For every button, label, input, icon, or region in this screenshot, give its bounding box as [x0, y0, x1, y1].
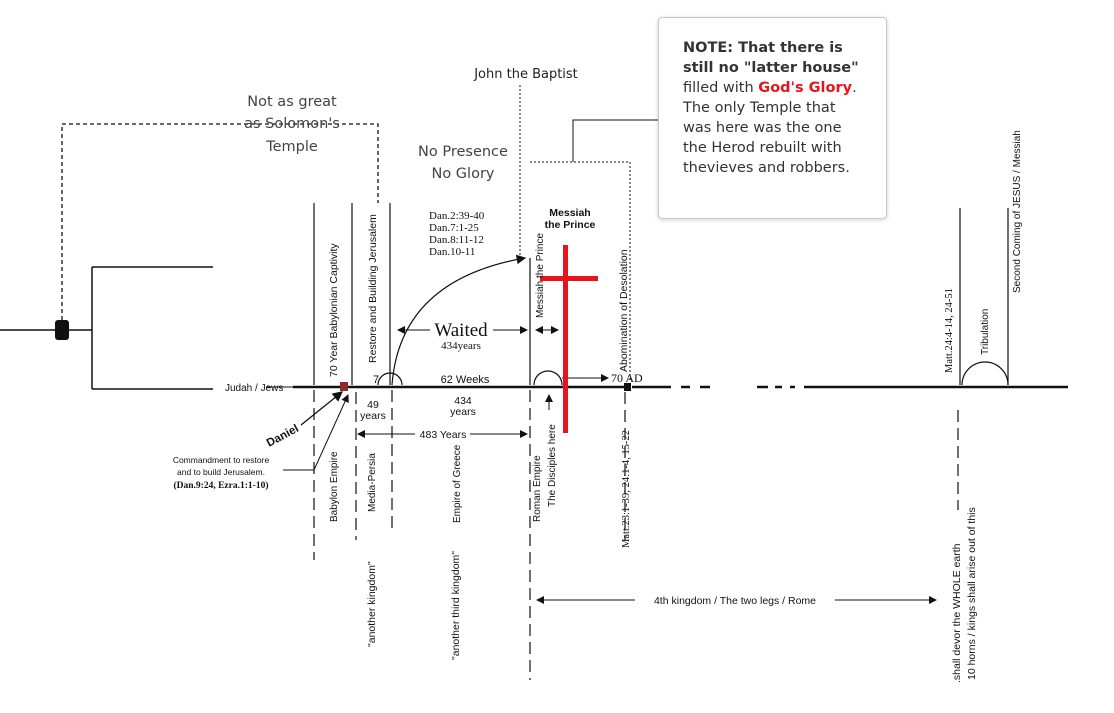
note-line-5: was here was the one — [683, 120, 842, 136]
devour-label: .shall devor the WHOLE earth — [951, 543, 963, 683]
solomon-label-3: Temple — [265, 139, 318, 155]
years483-label: 483 Years — [420, 429, 467, 441]
commandment-pointer — [283, 394, 349, 471]
scripture-ref-3: Dan.8:11-12 — [429, 234, 484, 246]
commandment-label-2: and to build Jerusalem. — [177, 467, 265, 477]
note-line-2a: still no — [683, 60, 744, 76]
seventy-ad-label: 70 AD — [611, 371, 643, 385]
daniel-marker — [340, 382, 348, 391]
note-line-2b: "latter house" — [743, 60, 859, 76]
matt24-label: Matt.24:4-14, 24-51 — [944, 288, 955, 373]
messiah-prince-vertical-label: Messiah the Prince — [535, 233, 546, 318]
messiah-label-2: the Prince — [545, 219, 596, 231]
sixty-two-weeks-label: 62 Weeks — [441, 374, 490, 386]
media-persia-label: Media-Persia — [367, 453, 378, 512]
branch-node — [55, 320, 69, 340]
waited-years-label: 434years — [441, 340, 481, 352]
tribulation-label: Tribulation — [980, 309, 991, 355]
cross-icon — [540, 245, 598, 433]
sixty-two-arc — [533, 370, 563, 386]
years49-num: 49 — [367, 399, 379, 411]
babylon-empire-label: Babylon Empire — [329, 451, 340, 522]
seven-weeks-label: 7 — [373, 374, 379, 386]
note-connector — [572, 119, 658, 162]
john-baptist-label: John the Baptist — [473, 67, 578, 82]
dashed-vertical-lines — [313, 390, 959, 680]
gods-glory-text: God's Glory — [758, 80, 853, 96]
third-kingdom-label: "another third kingdom" — [450, 551, 462, 660]
tribulation-arc — [961, 361, 1009, 386]
years49-unit: years — [360, 410, 386, 422]
seven-weeks-arc — [377, 372, 403, 386]
solomon-label-1: Not as great — [247, 94, 337, 110]
messiah-label-1: Messiah — [549, 207, 590, 219]
commandment-label-3: (Dan.9:24, Ezra.1:1-10) — [174, 480, 269, 491]
note-line-4: The only Temple that — [683, 100, 836, 116]
horns-label: 10 horns / kings shall arise out of this — [966, 507, 978, 680]
dotted-guides — [519, 85, 631, 380]
matt23-label: Matt.23:1-39; 24:1-4, 15-22 — [621, 430, 632, 548]
restore-label: Restore and Building Jerusalem — [367, 214, 379, 363]
years434-num: 434 — [454, 395, 472, 407]
presence-label-1: No Presence — [418, 144, 508, 160]
messiah-arrow — [391, 254, 527, 386]
note-line-6: the Herod rebuilt with — [683, 140, 842, 156]
scripture-ref-2: Dan.7:1-25 — [429, 222, 479, 234]
seventy-ad-marker — [624, 383, 631, 391]
note-line-1: NOTE: That there is — [683, 40, 843, 56]
fourth-kingdom-label: 4th kingdom / The two legs / Rome — [654, 595, 816, 607]
note-line-3a: filled with — [683, 80, 759, 96]
abomination-label: Abomination of Desolation — [618, 249, 630, 372]
second-coming-label: Second Coming of JESUS / Messiah — [1012, 130, 1023, 293]
daniel-arrow — [300, 391, 344, 426]
judah-label: Judah / Jews — [225, 383, 283, 394]
years434-unit: years — [450, 406, 476, 418]
commandment-label-1: Commandment to restore — [173, 455, 270, 465]
note-line-7: thevieves and robbers. — [683, 160, 850, 176]
note-callout: NOTE: That there is still no "latter hou… — [658, 17, 887, 219]
scripture-ref-1: Dan.2:39-40 — [429, 210, 485, 222]
another-kingdom-label: "another kingdom" — [366, 561, 378, 647]
solomon-label-2: as Solomon's — [244, 116, 340, 132]
captivity-label: 70 Year Babylonian Captivity — [328, 243, 340, 377]
roman-empire-label: Roman Empire — [532, 455, 543, 522]
daniel-label: Daniel — [265, 423, 301, 450]
solomon-dashed-bracket — [61, 123, 379, 320]
waited-label: Waited — [434, 320, 488, 341]
note-line-3c: . — [852, 80, 857, 96]
scripture-ref-4: Dan.10-11 — [429, 246, 475, 258]
greece-label: Empire of Greece — [452, 444, 463, 523]
left-branch — [0, 266, 213, 390]
era-vertical-lines — [313, 203, 1009, 385]
presence-label-2: No Glory — [431, 166, 494, 182]
disciples-label: The Disciples here — [547, 424, 558, 507]
